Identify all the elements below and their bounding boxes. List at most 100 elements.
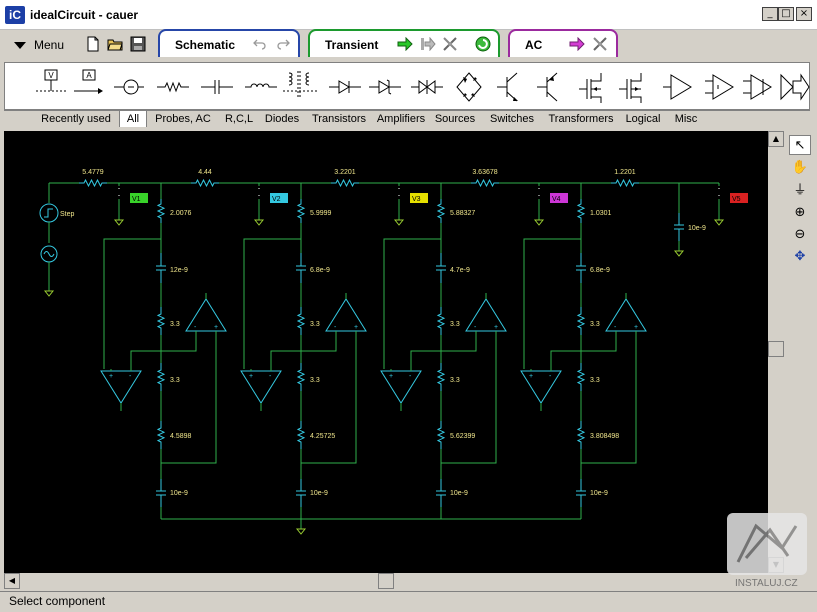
scroll-up-icon[interactable]: ▲ (768, 131, 784, 147)
nmos-icon[interactable] (573, 67, 609, 105)
lower-resistor-label: 4.25725 (310, 433, 335, 440)
bridge-rectifier-icon[interactable] (451, 67, 487, 105)
current-source-icon[interactable] (111, 67, 147, 105)
pan-hand-icon[interactable]: ✋ (789, 158, 811, 178)
ground-tool-icon[interactable]: ⏚ (789, 181, 811, 201)
tab-sources[interactable]: Sources (434, 111, 476, 127)
branch-capacitor (576, 253, 586, 283)
tab-recently-used[interactable]: Recently used (36, 111, 116, 127)
watermark-logo: INSTALUJ.CZ (726, 512, 808, 592)
opamp-minus-label: - (474, 324, 477, 331)
new-file-icon[interactable] (85, 36, 101, 52)
undo-icon[interactable] (253, 38, 267, 50)
palette-more-icon[interactable] (775, 67, 811, 105)
vertical-scrollbar[interactable]: ▲ ▼ (768, 131, 784, 573)
tab-schematic[interactable]: Schematic (158, 29, 300, 57)
probe-label: V1 (132, 196, 141, 203)
bottom-capacitor (296, 479, 306, 507)
svg-text:A: A (86, 71, 92, 80)
clear-results-icon[interactable] (442, 36, 458, 52)
vertical-scroll-thumb[interactable] (768, 341, 784, 357)
diac-icon[interactable] (409, 67, 445, 105)
voltmeter-icon[interactable]: V (33, 67, 69, 105)
tab-diodes[interactable]: Diodes (262, 111, 302, 127)
component-palette: V A (4, 62, 810, 110)
tab-probes-ac[interactable]: Probes, AC (150, 111, 216, 127)
pnp-transistor-icon[interactable] (531, 67, 567, 105)
open-folder-icon[interactable] (107, 36, 123, 52)
opamp-icon[interactable] (703, 67, 739, 105)
branch-resistor-label: 5.88327 (450, 210, 475, 217)
tab-ac[interactable]: AC (508, 29, 618, 57)
minimize-icon[interactable]: _ (762, 7, 778, 21)
save-icon[interactable] (130, 36, 146, 52)
sine-wave-icon (44, 252, 54, 257)
tab-logical[interactable]: Logical (623, 111, 663, 127)
tab-transformers[interactable]: Transformers (548, 111, 614, 127)
title-bar: iC idealCircuit - cauer _ □ × (0, 0, 817, 30)
horizontal-scroll-thumb[interactable] (378, 573, 394, 589)
resistor-3-3 (298, 307, 304, 335)
opamp-minus-label: - (549, 373, 552, 380)
svg-text:V: V (48, 71, 54, 80)
branch-resistor (158, 199, 164, 223)
resistor-3-3 (438, 363, 444, 391)
wire (384, 239, 441, 369)
tab-amplifiers[interactable]: Amplifiers (376, 111, 426, 127)
series-resistor-3 (331, 180, 359, 186)
bottom-capacitor-label: 10e-9 (450, 490, 468, 497)
branch-capacitor (156, 253, 166, 283)
tab-rcl[interactable]: R,C,L (219, 111, 259, 127)
menu-button[interactable]: Menu (14, 36, 64, 54)
opamp-upper: -+ (606, 299, 646, 331)
menu-label: Menu (34, 38, 64, 52)
npn-transistor-icon[interactable] (491, 67, 527, 105)
diode-icon[interactable] (327, 67, 363, 105)
run-ac-arrow-icon[interactable] (569, 37, 585, 51)
transformer-icon[interactable] (281, 67, 317, 105)
select-pointer-icon[interactable]: ↖ (789, 135, 811, 155)
capacitor-icon[interactable] (199, 67, 235, 105)
resistor-3-3 (438, 307, 444, 335)
run-arrow-icon[interactable] (397, 37, 413, 51)
zoom-in-icon[interactable]: ⊕ (789, 203, 811, 223)
clear-ac-results-icon[interactable] (592, 36, 608, 52)
opamp-plus-label: + (249, 373, 253, 380)
zoom-fit-icon[interactable]: ✥ (789, 247, 811, 267)
ammeter-icon[interactable]: A (71, 67, 107, 105)
horizontal-scrollbar[interactable]: ◀ (4, 573, 768, 589)
branch-resistor (298, 199, 304, 223)
branch-capacitor-label: 12e-9 (170, 267, 188, 274)
tab-all[interactable]: All (119, 111, 147, 127)
tab-transistors[interactable]: Transistors (309, 111, 369, 127)
schematic-canvas[interactable]: Step5.47794.443.22013.636781.2201V1V2V3V… (4, 131, 768, 573)
pmos-icon[interactable] (613, 67, 649, 105)
opamp-plus-label: + (634, 324, 638, 331)
series-resistor-label: 4.44 (198, 169, 212, 176)
maximize-icon[interactable]: □ (778, 7, 794, 21)
close-icon[interactable]: × (796, 7, 812, 21)
comparator-icon[interactable] (741, 67, 777, 105)
resistor-3-3 (298, 363, 304, 391)
series-resistor-4 (471, 180, 499, 186)
bottom-ground-icon (297, 529, 305, 534)
amplifier-icon[interactable] (661, 67, 697, 105)
wire (441, 331, 476, 351)
step-icon[interactable] (420, 37, 436, 51)
redo-icon[interactable] (276, 38, 290, 50)
inductor-icon[interactable] (243, 67, 279, 105)
zener-diode-icon[interactable] (367, 67, 403, 105)
resistor-label: 3.3 (310, 377, 320, 384)
tab-switches[interactable]: Switches (489, 111, 535, 127)
opamp-minus-label: - (194, 324, 197, 331)
tab-transient[interactable]: Transient (308, 29, 500, 57)
resistor-icon[interactable] (155, 67, 191, 105)
zoom-out-icon[interactable]: ⊖ (789, 225, 811, 245)
resistor-3-3 (158, 363, 164, 391)
probe-label: V5 (732, 196, 741, 203)
settings-icon[interactable] (475, 36, 491, 52)
opamp-minus-label: - (409, 373, 412, 380)
scroll-left-icon[interactable]: ◀ (4, 573, 20, 589)
watermark-text: INSTALUJ.CZ (735, 578, 798, 589)
tab-misc[interactable]: Misc (670, 111, 702, 127)
